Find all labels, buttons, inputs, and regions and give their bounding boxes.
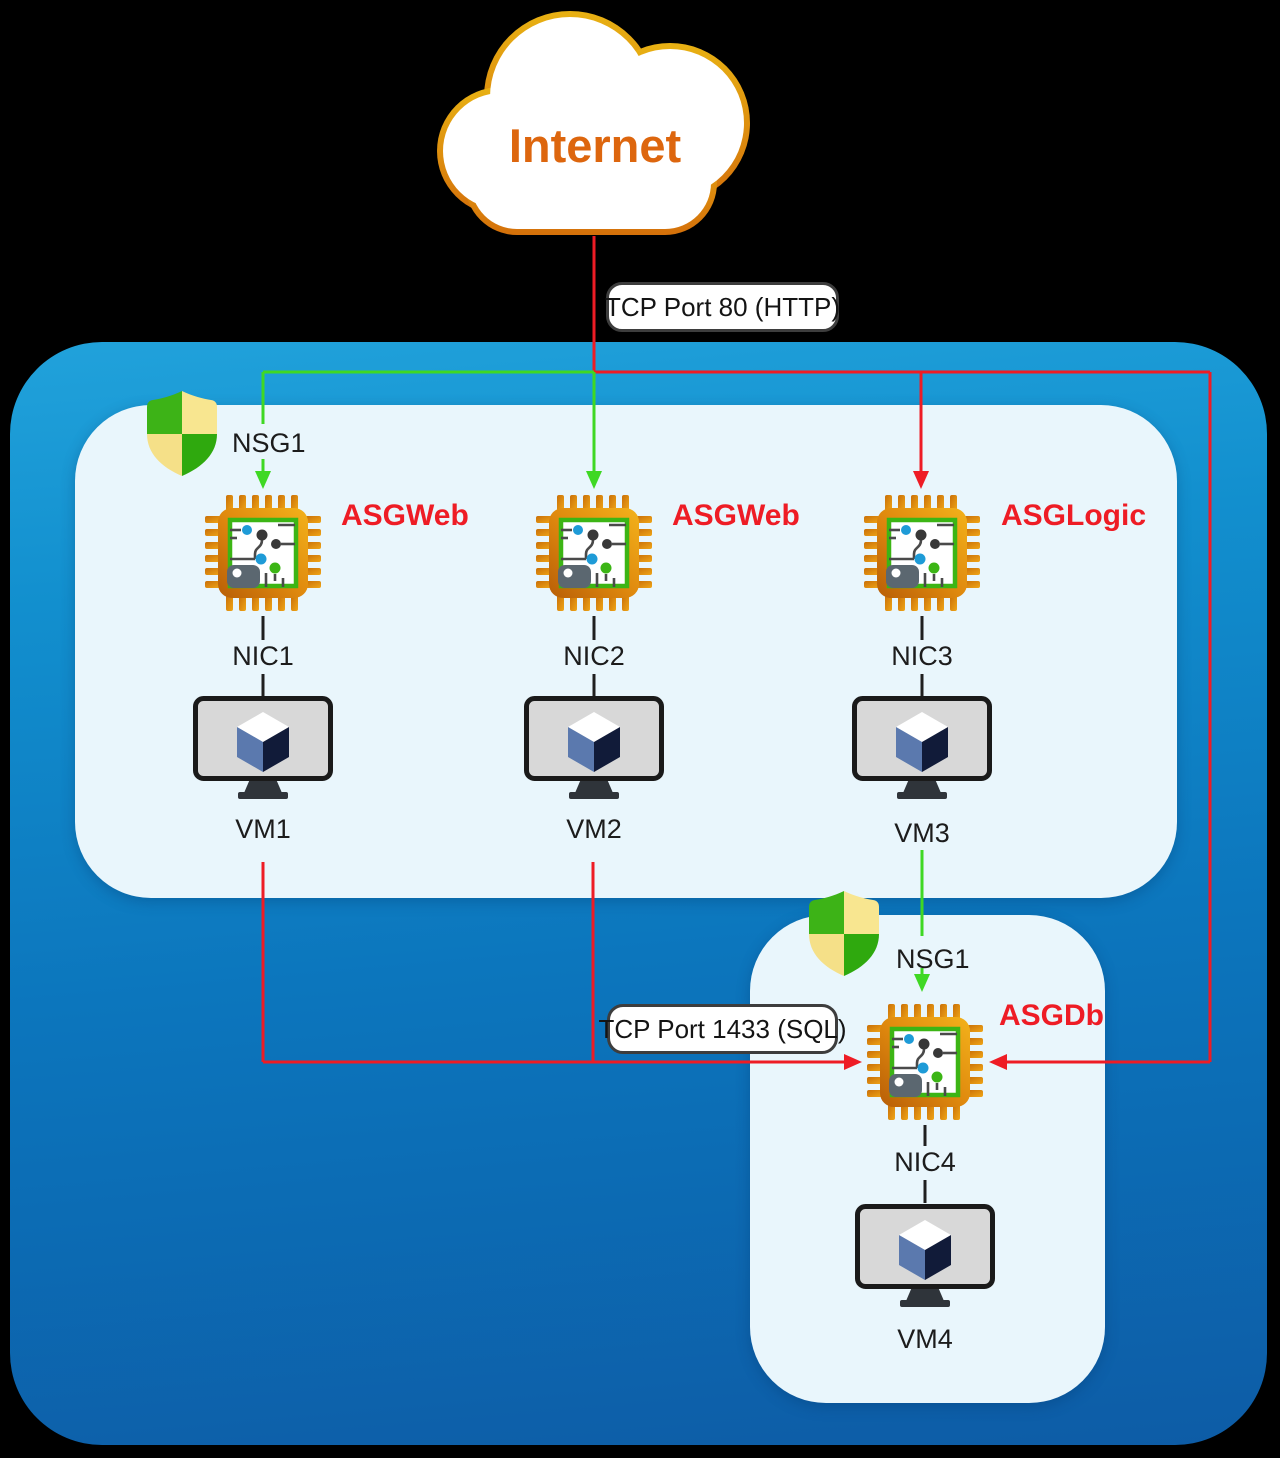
nsg-shield-icon — [806, 890, 882, 978]
nic-label: NIC1 — [232, 641, 294, 671]
vm-label: VM4 — [897, 1324, 953, 1354]
nic-chip-icon — [202, 492, 324, 614]
tcp-port-1433-label: TCP Port 1433 (SQL) — [598, 1004, 847, 1054]
internet-cloud-icon — [437, 11, 750, 235]
nic-chip-icon — [864, 1001, 986, 1123]
nsg-bottom-label: NSG1 — [896, 944, 970, 974]
nsg-top-label: NSG1 — [232, 428, 306, 458]
vm-monitor-icon — [193, 696, 333, 802]
nic-chip-icon — [533, 492, 655, 614]
subnet-db — [750, 915, 1105, 1403]
nic-label: NIC3 — [891, 641, 953, 671]
nic-chip-icon — [861, 492, 983, 614]
asg-label: ASGDb — [999, 999, 1104, 1032]
nic-label: NIC2 — [563, 641, 625, 671]
nsg-shield-icon — [144, 390, 220, 478]
nic-label: NIC4 — [894, 1147, 956, 1177]
vm-monitor-icon — [855, 1204, 995, 1310]
vm-monitor-icon — [524, 696, 664, 802]
vm-label: VM1 — [235, 814, 291, 844]
vm-monitor-icon — [852, 696, 992, 802]
asg-label: ASGWeb — [672, 499, 800, 532]
internet-label: Internet — [508, 119, 682, 172]
vm-label: VM3 — [894, 818, 950, 848]
asg-label: ASGWeb — [341, 499, 469, 532]
asg-label: ASGLogic — [1001, 499, 1147, 532]
tcp-port-80-label: TCP Port 80 (HTTP) — [605, 282, 840, 332]
vm-label: VM2 — [566, 814, 622, 844]
